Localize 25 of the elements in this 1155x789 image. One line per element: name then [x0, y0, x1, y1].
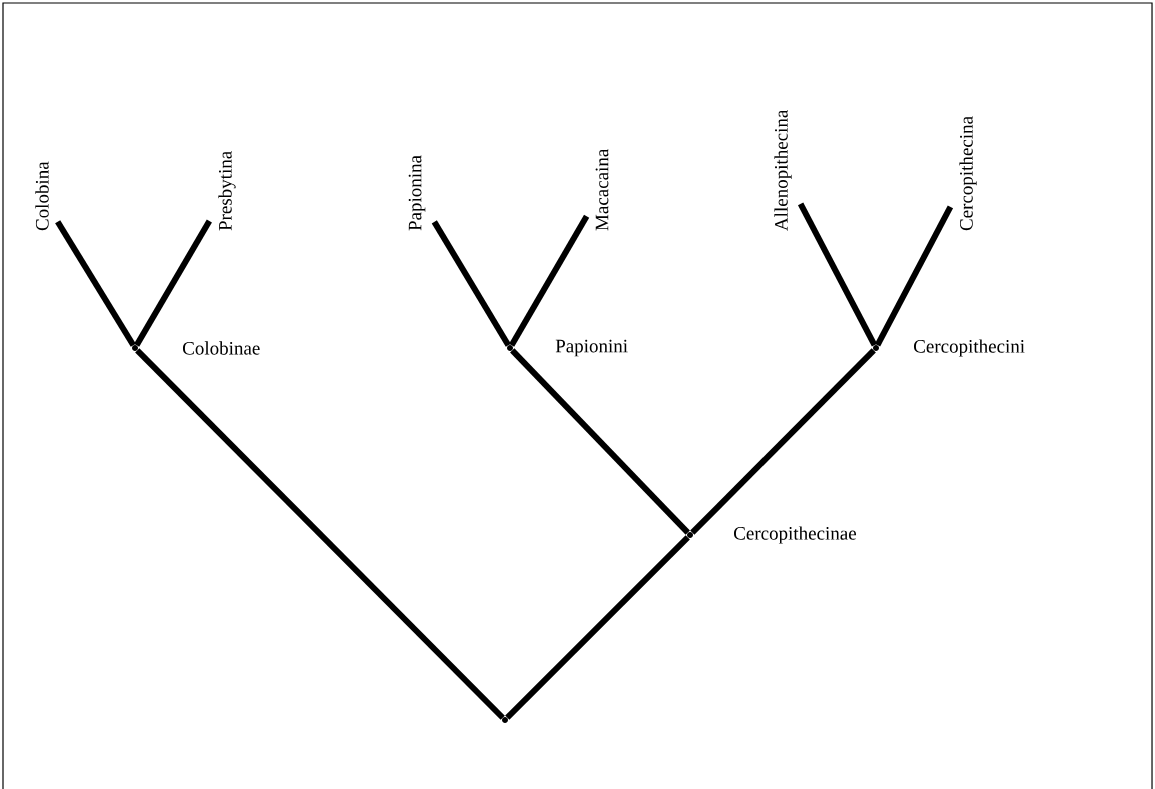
branch-point	[502, 717, 508, 723]
branch-line	[874, 205, 954, 347]
taxon-label: Allenopithecina	[774, 109, 792, 231]
clade-label: Papionini	[555, 339, 628, 357]
taxon-label: Macacaina	[595, 149, 609, 231]
branch-point	[873, 345, 879, 351]
taxon-label: Presbytina	[218, 151, 236, 231]
branch-line	[135, 348, 505, 720]
branch-line	[509, 214, 590, 347]
branch-point	[507, 345, 513, 351]
taxon-label: Cercopithecina	[959, 116, 977, 231]
taxon-label: Papionina	[408, 155, 426, 231]
branch-line	[510, 348, 690, 535]
taxon-label: Colobina	[35, 161, 49, 231]
clade-label: Cercopithecinae	[734, 526, 856, 544]
clade-label: Cercopithecini	[914, 339, 1025, 357]
branch-line	[134, 219, 212, 347]
clade-label: Colobinae	[183, 341, 260, 355]
branch-point	[687, 532, 693, 538]
branch-line	[797, 202, 878, 347]
branch-line	[55, 220, 136, 347]
branch-point	[132, 345, 138, 351]
branch-line	[431, 220, 511, 347]
branch-line	[505, 535, 690, 720]
branch-line	[690, 348, 876, 535]
